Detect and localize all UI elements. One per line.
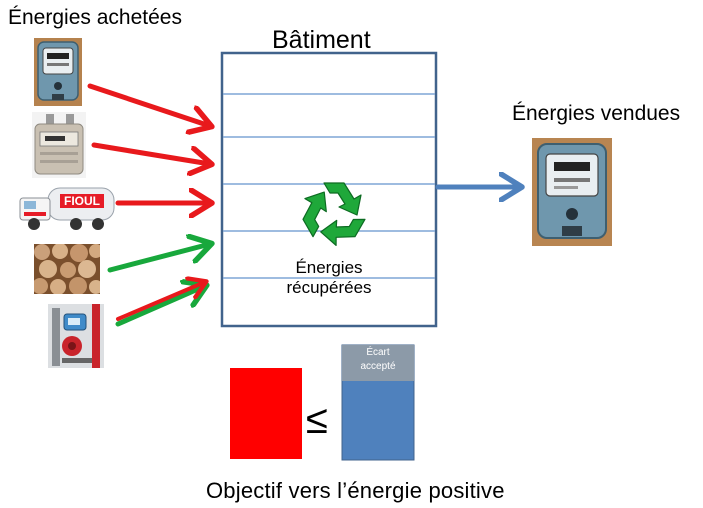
building — [220, 51, 438, 328]
sold-electricity-meter-icon — [532, 138, 612, 246]
arrow-heatpump-in-green — [115, 286, 205, 327]
recovered-label-line1: Énergies — [295, 258, 363, 277]
arrow-electricity-in — [87, 83, 210, 126]
arrow-wood-in — [107, 244, 210, 273]
firewood-icon — [34, 244, 100, 294]
accepted-gap-label: Écart accepté — [342, 346, 414, 374]
recovered-energies-label: Énergies récupérées — [222, 258, 436, 298]
gap-label-line2: accepté — [360, 361, 396, 372]
caption: Objectif vers l’énergie positive — [206, 478, 505, 503]
consumption-bar — [230, 368, 302, 459]
recycle-icon — [302, 182, 366, 246]
gas-meter-icon — [32, 112, 86, 178]
accepted-gap-segment — [342, 345, 414, 381]
heading-building: Bâtiment — [272, 26, 371, 54]
recovered-label-line2: récupérées — [286, 278, 372, 297]
fuel-truck-icon: FIOUL — [18, 180, 118, 236]
arrow-gas-in — [91, 142, 210, 164]
electricity-meter-icon — [34, 38, 82, 106]
heading-bought-energies: Énergies achetées — [8, 6, 182, 29]
fuel-truck-label: FIOUL — [64, 194, 100, 208]
arrow-heatpump-in-red — [116, 282, 205, 321]
heat-pump-icon — [48, 304, 104, 368]
gap-label-line1: Écart — [366, 347, 390, 358]
less-or-equal-symbol: ≤ — [306, 398, 328, 442]
heading-sold-energies: Énergies vendues — [512, 102, 681, 125]
